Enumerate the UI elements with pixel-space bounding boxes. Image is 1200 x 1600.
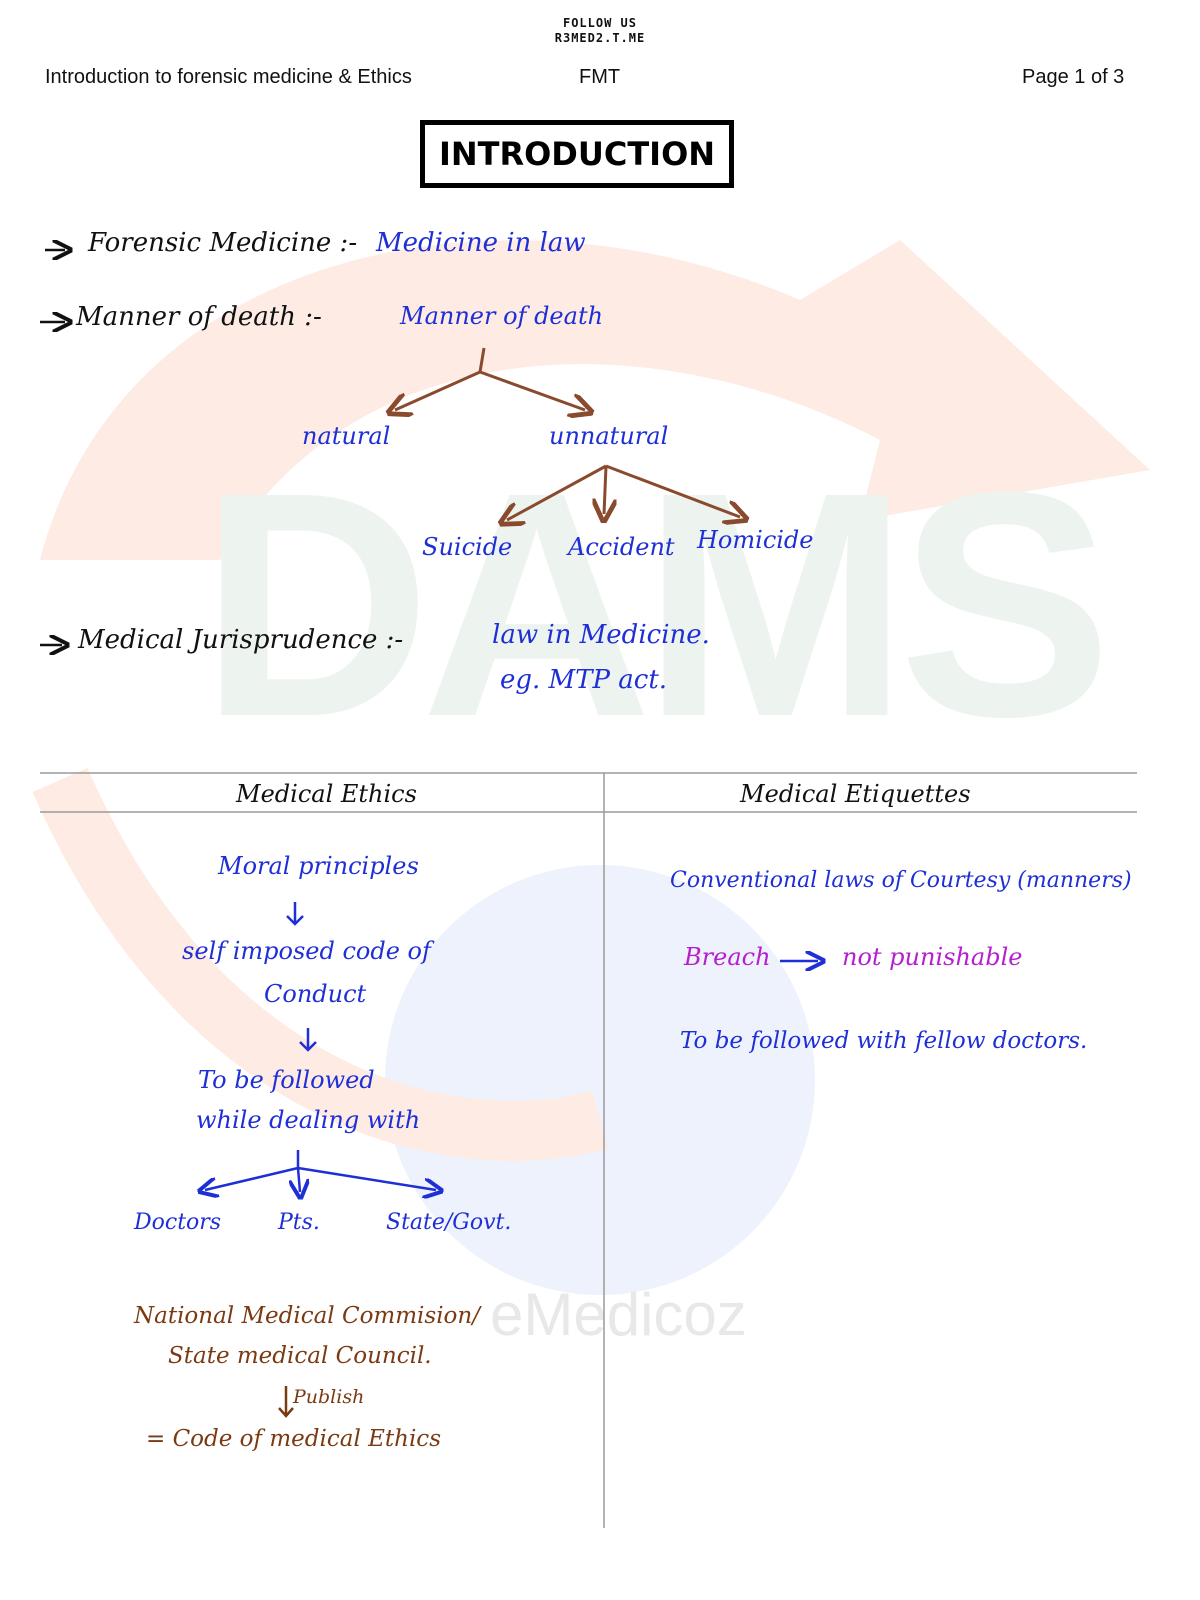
forensic-medicine-value: Medicine in law [376, 228, 586, 258]
manner-tree-root: Manner of death [400, 302, 604, 330]
watermark-swoosh [40, 240, 1150, 560]
manner-tree-homicide: Homicide [697, 526, 814, 554]
publish-arrow [278, 1386, 294, 1418]
header-page-number: Page 1 of 3 [1022, 66, 1125, 88]
etiquette-conventional-laws: Conventional laws of Courtesy (manners) [670, 868, 1132, 893]
header-subject: Introduction to forensic medicine & Ethi… [45, 66, 412, 88]
manner-tree-natural: natural [302, 422, 391, 450]
ethics-branch-state: State/Govt. [386, 1210, 512, 1235]
ethics-code-result: = Code of medical Ethics [146, 1426, 441, 1452]
ethics-followed-line1: To be followed [198, 1066, 375, 1094]
medical-jurisprudence-value: law in Medicine. [492, 620, 710, 650]
ethics-followed-line2: while dealing with [196, 1106, 421, 1134]
manner-tree-unnatural: unnatural [549, 422, 669, 450]
etiquette-breach-value: not punishable [842, 943, 1023, 971]
watermark-circle [385, 865, 815, 1295]
manner-tree-accident: Accident [568, 533, 675, 561]
page-title: INTRODUCTION [420, 120, 734, 188]
ethics-branch-patients: Pts. [278, 1210, 320, 1235]
follow-line2: R3MED2.T.ME [554, 31, 646, 45]
ethics-code-line2: Conduct [264, 980, 367, 1008]
manner-tree-suicide: Suicide [422, 533, 513, 561]
ethics-flow-arrows [205, 902, 436, 1192]
etiquette-fellow-doctors: To be followed with fellow doctors. [680, 1028, 1088, 1054]
etiquette-breach-label: Breach [684, 943, 771, 971]
ethics-code-line1: self imposed code of [182, 937, 431, 965]
medical-jurisprudence-example: eg. MTP act. [500, 665, 668, 695]
manner-of-death-label: Manner of death :- [76, 302, 322, 332]
watermark-arc [32, 767, 608, 1161]
header-course: FMT [579, 66, 621, 88]
table-header-etiquettes: Medical Etiquettes [740, 780, 971, 808]
manner-tree-arrows [395, 347, 740, 520]
medical-jurisprudence-label: Medical Jurisprudence :- [78, 625, 404, 655]
forensic-medicine-label: Forensic Medicine :- [88, 228, 358, 258]
ethics-branch-doctors: Doctors [134, 1210, 222, 1235]
ethics-nmc-line1: National Medical Commision/ [134, 1303, 480, 1329]
ethics-publish-label: Publish [293, 1386, 365, 1408]
follow-line1: FOLLOW US [562, 16, 638, 30]
ethics-moral-principles: Moral principles [218, 852, 419, 880]
ethics-nmc-line2: State medical Council. [168, 1343, 432, 1369]
watermark-app: eMedicoz [490, 1281, 747, 1348]
table-header-ethics: Medical Ethics [236, 780, 417, 808]
